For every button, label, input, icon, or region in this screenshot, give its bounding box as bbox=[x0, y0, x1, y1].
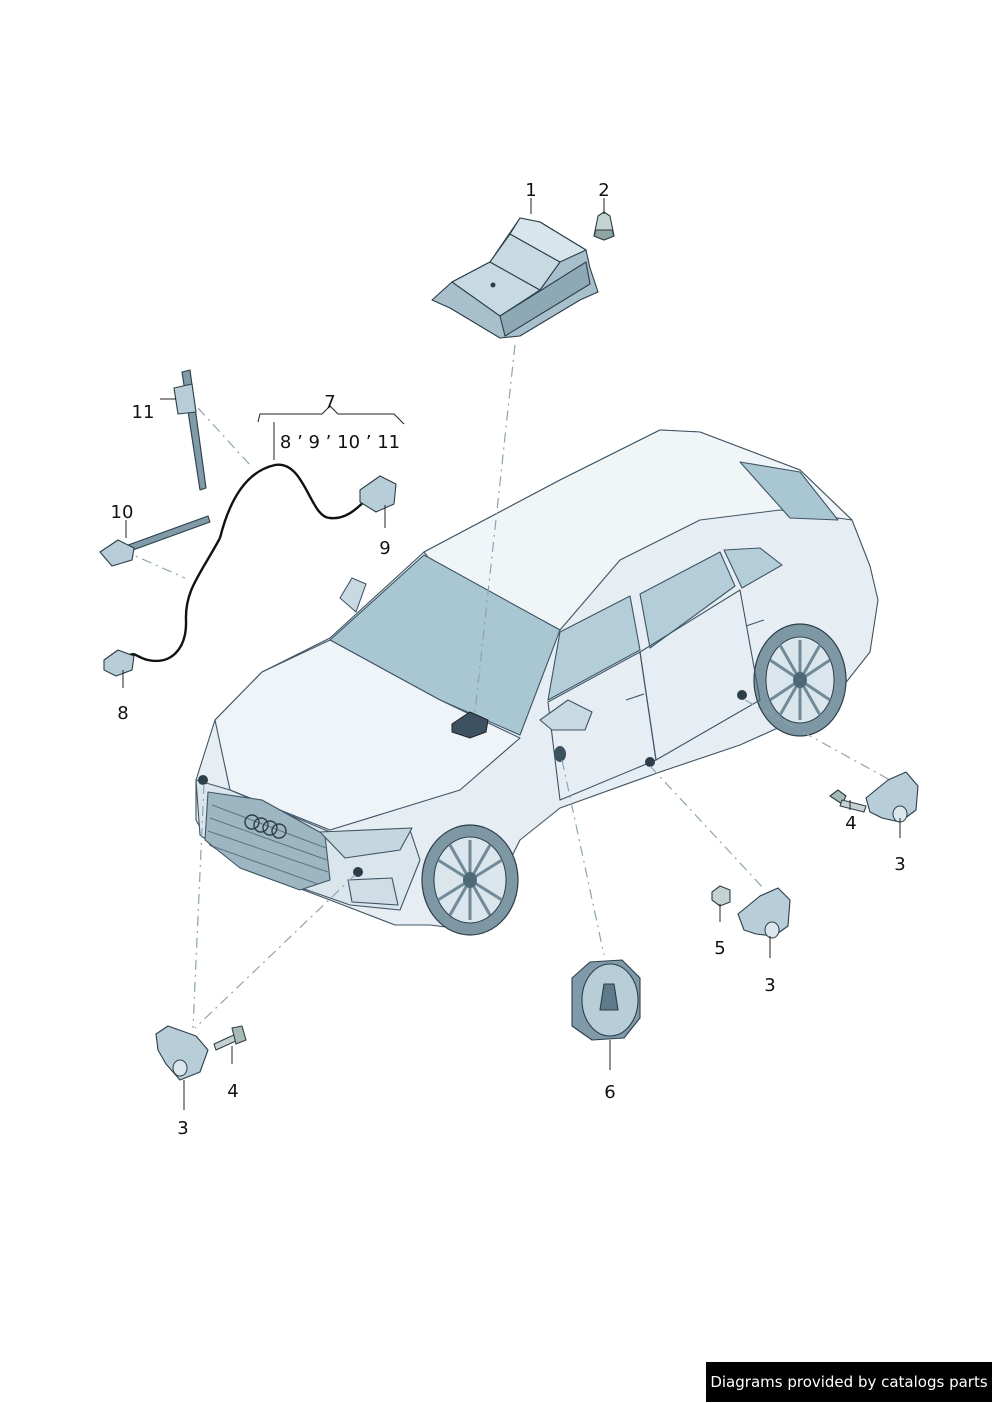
callout-9: 9 bbox=[379, 538, 390, 559]
connector-part-9 bbox=[359, 475, 397, 513]
callout-5: 5 bbox=[714, 938, 725, 959]
bolt-part-4-front bbox=[213, 1025, 247, 1051]
crash-sensor-rear bbox=[865, 771, 919, 823]
leader-lines bbox=[122, 198, 901, 1110]
car-illustration bbox=[195, 429, 879, 936]
callout-7: 7 bbox=[324, 392, 335, 413]
rear-wheel bbox=[753, 623, 847, 737]
callout-7-items: 8 ’ 9 ’ 10 ’ 11 bbox=[280, 432, 400, 453]
nut-part-2 bbox=[593, 211, 615, 241]
roof-antenna-mirror-left bbox=[339, 577, 367, 613]
front-left-sensor-spot bbox=[198, 775, 208, 785]
front-right-sensor-spot bbox=[353, 867, 363, 877]
callout-labels: 1 2 7 8 ’ 9 ’ 10 ’ 11 11 10 9 8 4 3 5 3 … bbox=[111, 180, 906, 1139]
front-grille bbox=[204, 791, 331, 891]
callout-3-sill: 3 bbox=[764, 975, 775, 996]
callout-10: 10 bbox=[111, 502, 134, 523]
airbag-control-unit bbox=[431, 217, 599, 339]
callout-3-rear: 3 bbox=[894, 854, 905, 875]
callout-2: 2 bbox=[598, 180, 609, 201]
bolt-part-4-rear bbox=[829, 789, 867, 813]
callout-4-rear: 4 bbox=[845, 813, 856, 834]
pressure-sensor-part-6 bbox=[571, 959, 641, 1041]
fog-light bbox=[347, 877, 399, 906]
credit-banner: Diagrams provided by catalogs parts bbox=[706, 1362, 992, 1402]
nut-part-5 bbox=[711, 885, 731, 907]
control-unit-location bbox=[451, 711, 489, 739]
crash-sensor-sill bbox=[737, 887, 791, 939]
headlight bbox=[319, 827, 413, 859]
sill-sensor-spot bbox=[645, 757, 655, 767]
crash-sensor-front bbox=[155, 1025, 209, 1081]
assignment-lines bbox=[121, 344, 891, 1029]
brand-rings-logo bbox=[244, 814, 287, 839]
callout-8: 8 bbox=[117, 703, 128, 724]
connector-part-8 bbox=[103, 649, 135, 677]
callout-3-front: 3 bbox=[177, 1118, 188, 1139]
callout-11: 11 bbox=[132, 402, 155, 423]
wiring-harness bbox=[99, 369, 397, 677]
side-mirror bbox=[539, 699, 593, 731]
rear-sensor-spot bbox=[737, 690, 747, 700]
front-side-window bbox=[547, 595, 641, 701]
rear-door bbox=[639, 589, 761, 761]
callout-6: 6 bbox=[604, 1082, 615, 1103]
rear-quarter-window bbox=[723, 547, 783, 589]
rear-side-window bbox=[639, 551, 736, 649]
rear-windshield bbox=[739, 461, 839, 521]
callout-1: 1 bbox=[525, 180, 536, 201]
grille-slats bbox=[207, 804, 329, 885]
front-wheel bbox=[421, 824, 519, 936]
door-sensor-spot bbox=[554, 746, 566, 762]
callout-4-front: 4 bbox=[227, 1081, 238, 1102]
sensor-locations bbox=[198, 690, 747, 877]
